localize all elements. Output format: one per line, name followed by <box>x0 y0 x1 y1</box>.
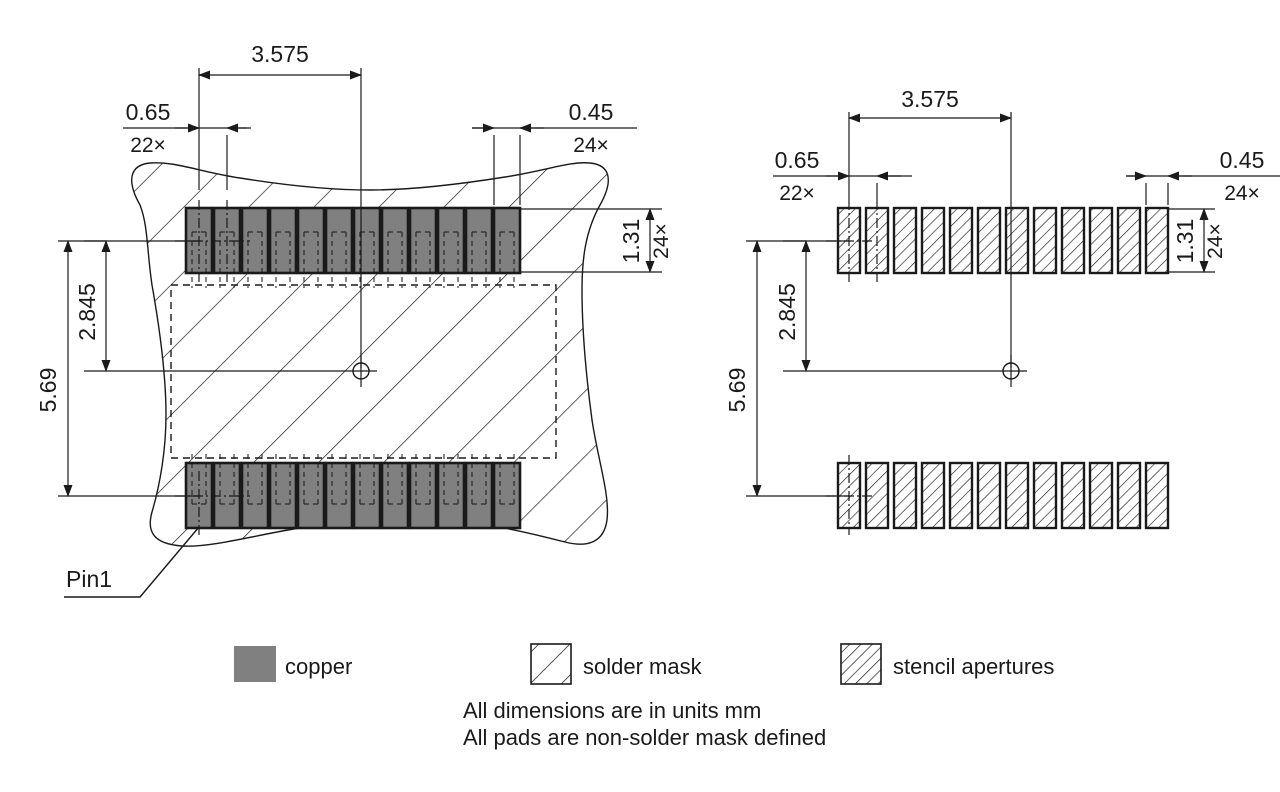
stencil-aperture <box>1144 206 1170 275</box>
left-view: 3.575 0.65 22× 0.45 24× <box>35 41 673 598</box>
legend-label-copper: copper <box>285 654 352 679</box>
copper-pad <box>436 206 466 275</box>
dim-overall-569-left-label: 5.69 <box>35 368 61 413</box>
copper-pad <box>240 206 270 275</box>
stencil-aperture <box>1060 206 1086 275</box>
stencil-aperture <box>1116 206 1142 275</box>
stencil-aperture <box>920 461 946 530</box>
stencil-aperture <box>948 461 974 530</box>
dim-padlength-131-left-count: 24× <box>650 223 673 259</box>
dim-padlength-131-right-value: 1.31 <box>1172 219 1198 264</box>
stencil-aperture <box>1088 206 1114 275</box>
copper-pad <box>380 206 410 275</box>
stencil-aperture <box>1116 461 1142 530</box>
dim-rowpitch-2845-right-label: 2.845 <box>774 283 800 341</box>
legend-item-stencil-apertures: stencil apertures <box>840 643 1054 685</box>
dim-pitch-065-right-value: 0.65 <box>775 147 820 173</box>
lead-outlines-bottom <box>191 450 515 505</box>
stencil-aperture <box>948 206 974 275</box>
dim-padwidth-045-left: 0.45 24× <box>472 99 637 205</box>
legend-item-solder-mask: solder mask <box>530 643 703 685</box>
dim-padlength-131-right: 1.31 24× <box>1168 208 1227 273</box>
copper-pad <box>268 206 298 275</box>
dim-overall-569-right-label: 5.69 <box>724 368 750 413</box>
dim-overall-569-left: 5.69 <box>35 240 199 497</box>
copper-pads-bottom-row <box>184 461 522 530</box>
dim-span-3575-right-label: 3.575 <box>901 86 959 112</box>
component-body-outline <box>170 284 557 459</box>
dim-padlength-131-left-value: 1.31 <box>618 219 644 264</box>
note-mask-defined: All pads are non-solder mask defined <box>463 725 826 750</box>
stencil-aperture <box>1144 461 1170 530</box>
dim-pitch-065-right: 0.65 22× <box>773 147 912 205</box>
stencil-aperture <box>1060 461 1086 530</box>
solder-mask-swatch <box>530 643 572 685</box>
legend-label-solder-mask: solder mask <box>583 654 703 679</box>
lead-outlines-top <box>191 231 515 288</box>
dim-pitch-065-right-count: 22× <box>779 182 815 205</box>
stencil-apertures-top-row <box>836 206 1170 275</box>
dim-pitch-065-left-value: 0.65 <box>126 99 171 125</box>
dim-overall-569-right: 5.69 <box>724 240 849 497</box>
dim-rowpitch-2845-right: 2.845 <box>774 240 995 372</box>
stencil-aperture <box>1004 461 1030 530</box>
stencil-apertures-bottom-row <box>836 461 1170 530</box>
pin1-label: Pin1 <box>66 566 112 592</box>
dim-padwidth-045-left-value: 0.45 <box>569 99 614 125</box>
copper-pad <box>268 461 298 530</box>
copper-pad <box>380 461 410 530</box>
copper-pad <box>464 461 494 530</box>
dim-pitch-065-left-count: 22× <box>130 134 166 157</box>
copper-pad <box>464 206 494 275</box>
dim-padwidth-045-left-count: 24× <box>573 134 609 157</box>
dim-padlength-131-right-count: 24× <box>1204 223 1227 259</box>
copper-pad <box>352 461 382 530</box>
dim-rowpitch-2845-left: 2.845 <box>74 240 345 372</box>
copper-pad <box>492 206 522 275</box>
stencil-aperture-swatch <box>840 643 882 685</box>
copper-pad <box>408 461 438 530</box>
stencil-aperture <box>976 206 1002 275</box>
copper-pad <box>436 461 466 530</box>
copper-swatch <box>234 646 276 682</box>
dim-padwidth-045-right-value: 0.45 <box>1220 147 1265 173</box>
copper-pad <box>352 206 382 275</box>
copper-pad <box>324 461 354 530</box>
stencil-aperture <box>1032 461 1058 530</box>
copper-pad <box>240 461 270 530</box>
copper-pad <box>324 206 354 275</box>
dim-padlength-131-left: 1.31 24× <box>520 208 673 273</box>
copper-pad <box>296 206 326 275</box>
pin1-annotation: Pin1 <box>64 526 200 598</box>
legend-item-copper: copper <box>234 646 352 682</box>
legend-label-stencil-apertures: stencil apertures <box>893 654 1054 679</box>
stencil-aperture <box>892 461 918 530</box>
copper-pad <box>492 461 522 530</box>
dim-pitch-065-left: 0.65 22× <box>123 99 251 190</box>
copper-pad <box>408 206 438 275</box>
right-view: 3.575 0.65 22× 0.45 24× <box>724 86 1280 535</box>
note-units: All dimensions are in units mm <box>463 698 761 723</box>
dim-padwidth-045-right-count: 24× <box>1224 182 1260 205</box>
dim-span-3575-left: 3.575 <box>198 41 362 368</box>
stencil-aperture <box>892 206 918 275</box>
copper-pad <box>296 461 326 530</box>
dim-span-3575-left-label: 3.575 <box>251 41 309 67</box>
stencil-aperture <box>976 461 1002 530</box>
dim-span-3575-right: 3.575 <box>848 86 1012 368</box>
dim-rowpitch-2845-left-label: 2.845 <box>74 283 100 341</box>
legend: copper solder mask stencil apertures All… <box>234 643 1054 750</box>
stencil-aperture <box>1088 461 1114 530</box>
stencil-aperture <box>920 206 946 275</box>
dim-padwidth-045-right: 0.45 24× <box>1126 147 1280 205</box>
stencil-aperture <box>1004 206 1030 275</box>
stencil-aperture <box>1032 206 1058 275</box>
